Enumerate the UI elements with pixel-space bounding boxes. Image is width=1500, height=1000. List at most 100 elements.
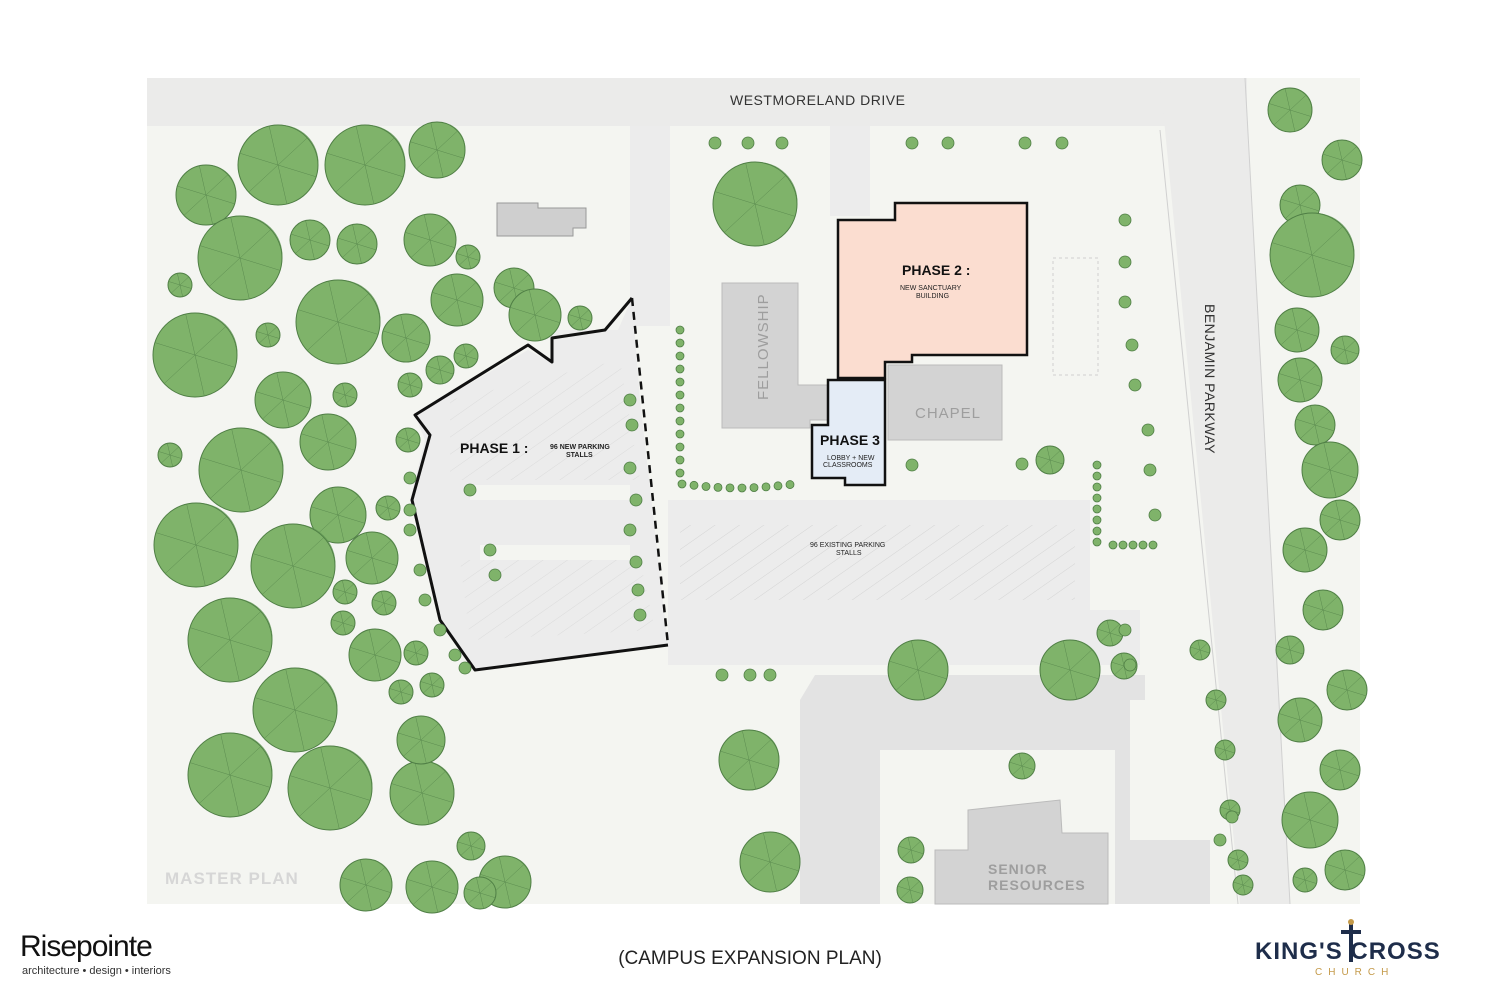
shrub-icon xyxy=(1018,136,1032,150)
tree-branch xyxy=(1276,645,1291,651)
westmoreland-drive-label: WESTMORELAND DRIVE xyxy=(730,92,905,108)
tree-branch xyxy=(337,293,369,323)
shrub-icon xyxy=(1125,338,1139,352)
shrub-icon xyxy=(708,136,722,150)
tree-branch xyxy=(342,580,346,593)
tree-branch xyxy=(264,709,296,739)
tree-branch xyxy=(179,276,189,286)
tree-branch xyxy=(754,175,786,205)
shrub-icon xyxy=(1118,213,1132,227)
tree-branch xyxy=(195,544,206,587)
tree-branch xyxy=(714,191,756,205)
tree-branch xyxy=(1291,308,1298,331)
tree-branch xyxy=(292,565,303,608)
tree-branch xyxy=(1344,869,1350,890)
tree-branch xyxy=(374,637,395,656)
tree-branch xyxy=(1322,153,1343,161)
tree-branch xyxy=(259,334,269,344)
tree-branch xyxy=(375,602,385,612)
tree-branch xyxy=(1341,146,1357,161)
tree-branch xyxy=(404,649,417,654)
tree-branch xyxy=(1233,881,1244,886)
tree-branch xyxy=(476,877,481,894)
tree-branch xyxy=(1320,513,1341,521)
tree-branch xyxy=(747,861,771,883)
phase2-sub-2: BUILDING xyxy=(916,293,949,300)
shrub-icon xyxy=(1092,460,1102,470)
tree-branch xyxy=(1302,868,1306,881)
tree-branch xyxy=(415,652,419,665)
tree-branch xyxy=(456,299,482,308)
tree-branch xyxy=(405,428,409,441)
tree-branch xyxy=(239,257,250,300)
driveway xyxy=(630,126,670,326)
tree-branch xyxy=(403,739,422,757)
tree-branch xyxy=(267,326,277,336)
tree-branch xyxy=(1012,765,1023,776)
tree-branch xyxy=(407,879,433,888)
tree-branch xyxy=(1289,649,1304,655)
shrub-icon xyxy=(1143,463,1157,477)
tree-branch xyxy=(579,317,592,322)
tree-branch xyxy=(329,787,340,830)
tree-branch xyxy=(1285,204,1301,219)
tree-branch xyxy=(359,859,367,886)
tree-branch xyxy=(372,599,385,604)
tree-branch xyxy=(305,220,311,241)
tree-branch xyxy=(467,256,480,261)
tree-branch xyxy=(407,431,417,441)
tree-branch xyxy=(1289,649,1294,664)
tree-branch xyxy=(439,369,444,384)
tree-branch xyxy=(387,507,391,520)
tree-branch xyxy=(169,454,182,459)
phase2-title: PHASE 2 : xyxy=(902,262,970,278)
tree-branch xyxy=(239,152,279,166)
shrub-icon xyxy=(1092,515,1102,525)
tree-branch xyxy=(195,544,237,558)
tree-branch xyxy=(1120,653,1125,667)
tree-branch xyxy=(344,394,348,407)
cross-icon xyxy=(1341,919,1361,962)
tree-branch xyxy=(432,292,458,301)
tree-branch xyxy=(265,323,269,336)
tree-branch xyxy=(230,216,241,259)
tree-branch xyxy=(177,185,207,196)
tree-branch xyxy=(368,629,376,656)
tree-branch xyxy=(1329,450,1351,471)
shrub-icon xyxy=(623,523,637,537)
tree-branch xyxy=(910,840,921,851)
tree-branch xyxy=(568,314,581,319)
tree-branch xyxy=(457,355,467,365)
tree-branch xyxy=(1314,424,1335,432)
tree-branch xyxy=(396,436,409,441)
shrub-icon xyxy=(629,493,643,507)
tree-branch xyxy=(423,684,433,694)
shrub-icon xyxy=(701,482,711,491)
shrub-icon xyxy=(725,483,735,493)
tree-branch xyxy=(407,652,417,662)
tree-branch xyxy=(1344,856,1360,871)
tree-branch xyxy=(1341,159,1362,167)
tree-branch xyxy=(337,514,365,524)
tree-branch xyxy=(1346,689,1352,710)
tree-branch xyxy=(1322,609,1328,630)
tree-branch xyxy=(437,299,458,318)
tree-branch xyxy=(1296,329,1303,352)
tree-branch xyxy=(1049,459,1054,474)
shrub-icon xyxy=(675,338,685,348)
tree-branch xyxy=(425,861,433,888)
tree-branch xyxy=(328,280,339,323)
phase3-sub-1: LOBBY + NEW xyxy=(827,455,875,462)
tree-branch xyxy=(431,684,435,697)
tree-branch xyxy=(1296,314,1314,331)
tree-branch xyxy=(1109,632,1123,638)
tree-branch xyxy=(494,281,515,289)
shrub-icon xyxy=(448,648,462,662)
tree-branch xyxy=(436,130,458,151)
tree-branch xyxy=(465,355,469,368)
phase3-sub-2: CLASSROOMS xyxy=(823,462,873,469)
tree-branch xyxy=(1302,213,1313,256)
tree-branch xyxy=(467,832,472,847)
tree-branch xyxy=(333,391,346,396)
